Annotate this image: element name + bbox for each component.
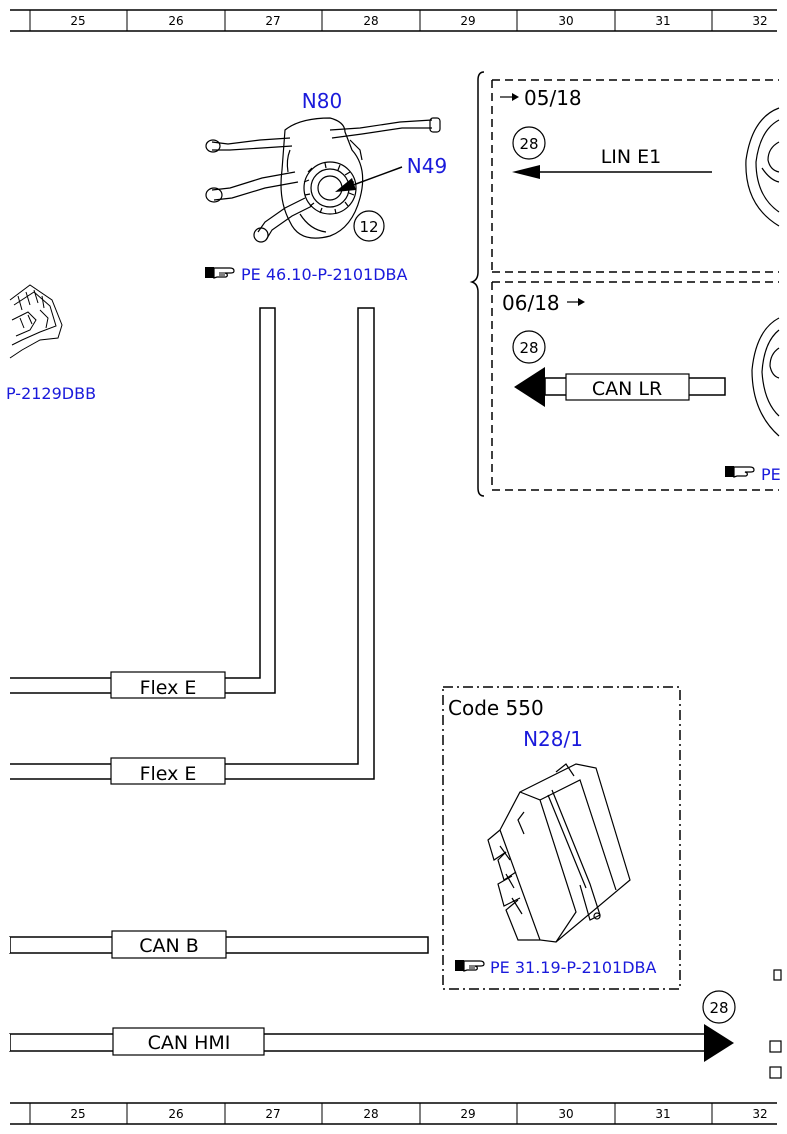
n49-pointer-line [344,166,403,189]
steering-wheel-drawing-bottom [751,317,780,437]
flex-e-1-label-box [110,671,226,699]
can-lr-arrowhead [514,367,545,407]
ruler-top-col-3: 27 [265,14,280,28]
callout-28-text-c: 28 [709,999,728,1017]
right-edge-partial-icons [769,969,782,1079]
ruler-top-col-6: 30 [558,14,573,28]
can-lr-label: CAN LR [592,378,662,400]
flex-e-2-label: Flex E [140,763,197,785]
steering-column-module: N80 N49 [205,89,447,284]
partial-connector-drawing [9,284,63,359]
can-hmi-arrowhead [704,1024,734,1062]
flex-e-1-label: Flex E [140,677,197,699]
ruler-bottom-col-5: 29 [460,1107,475,1121]
variant-0518-heading: 05/18 [524,86,582,110]
n80-ref-link[interactable]: PE 46.10-P-2101DBA [241,265,408,284]
pointing-hand-icon [205,267,235,279]
can-b-bus: CAN B [0,930,429,959]
control-unit-drawing [487,763,631,943]
code-550-heading: Code 550 [448,696,544,720]
variant-0518-box: 05/18 28 LIN E1 [491,79,780,273]
ruler-top-col-2: 26 [168,14,183,28]
can-hmi-bus: CAN HMI 28 [0,990,736,1062]
callout-28-circle-c [702,990,736,1024]
left-partial-ref[interactable]: P-2129DBB [6,384,96,403]
can-b-label-box [111,930,227,959]
arrow-right-icon [500,93,519,101]
ruler-bottom-col-1: 25 [70,1107,85,1121]
flex-e-bus-1 [10,307,276,694]
ruler-bottom-col-7: 31 [655,1107,670,1121]
callout-12-circle [353,210,385,242]
ruler-top-col-4: 28 [363,14,378,28]
variant-0618-heading: 06/18 [502,291,560,315]
steering-wheel-drawing-top [745,107,780,227]
can-hmi-label: CAN HMI [148,1032,231,1054]
ruler-top-col-8: 32 [752,14,767,28]
ruler-top-col-5: 29 [460,14,475,28]
ruler-bottom-col-6: 30 [558,1107,573,1121]
n28-1-label[interactable]: N28/1 [523,727,583,751]
bottom-ruler: 25 26 27 28 29 30 31 32 [10,1102,777,1125]
steering-column-switch-drawing [205,117,441,243]
can-lr-label-box [565,373,690,401]
callout-28-text-b: 28 [519,339,538,357]
callout-12-text: 12 [359,218,378,236]
can-hmi-label-box [112,1027,265,1056]
ruler-bottom-col-8: 32 [752,1107,767,1121]
n80-label[interactable]: N80 [302,89,342,113]
left-partial-component: P-2129DBB [6,284,96,403]
n28-1-ref-link[interactable]: PE 31.19-P-2101DBA [490,958,657,977]
pointing-hand-icon [455,960,485,972]
callout-28-circle-a [512,126,546,160]
callout-28-text-a: 28 [519,135,538,153]
flex-e-bus-2 [10,307,375,780]
variant-0618-ref-link[interactable]: PE [761,465,781,484]
lin-e1-arrowhead [512,165,540,179]
arrow-right-icon [567,298,585,306]
lin-e1-label: LIN E1 [601,146,662,168]
can-b-label: CAN B [139,935,199,957]
ruler-bottom-col-2: 26 [168,1107,183,1121]
ruler-bottom-col-4: 28 [363,1107,378,1121]
ruler-top-col-1: 25 [70,14,85,28]
top-ruler: 25 26 27 28 29 30 31 32 [10,9,777,32]
callout-28-circle-b [512,330,546,364]
code-550-box: Code 550 N28/1 PE 31.19-P-2101DBA [442,686,681,990]
flex-e-2-label-box [110,757,226,785]
ruler-top-col-7: 31 [655,14,670,28]
variant-0618-box: 06/18 28 CAN LR PE [491,281,781,491]
variant-brace [469,71,485,497]
n49-label[interactable]: N49 [407,154,447,178]
ruler-bottom-col-3: 27 [265,1107,280,1121]
n49-pointer-arrowhead [335,178,356,192]
pointing-hand-icon [725,466,755,478]
